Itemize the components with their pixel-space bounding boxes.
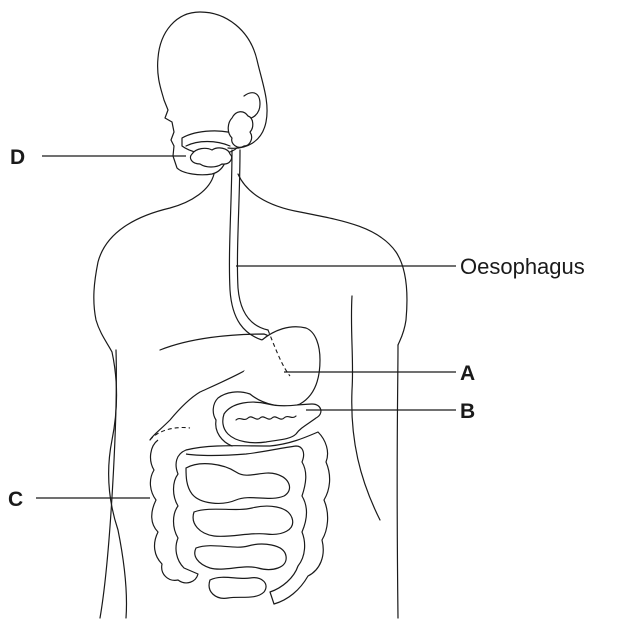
mouth-region	[182, 112, 253, 167]
right-flank-line	[351, 296, 380, 520]
small-intestine-coil-1	[186, 464, 290, 504]
small-intestine-coil-4	[209, 577, 266, 598]
label-a: A	[460, 362, 475, 385]
left-arm-line	[100, 350, 116, 618]
small-intestine-coil-2	[193, 506, 293, 536]
oesophagus-left-wall	[229, 150, 262, 340]
label-oesophagus: Oesophagus	[460, 254, 585, 279]
body-outline	[94, 12, 407, 618]
label-b: B	[460, 400, 475, 423]
tongue	[186, 142, 230, 147]
right-body-outline	[238, 174, 407, 345]
salivary-gland-lower	[190, 148, 231, 167]
label-c: C	[8, 488, 23, 511]
oesophagus	[229, 150, 268, 340]
label-d: D	[10, 146, 25, 169]
left-body-outline	[94, 174, 214, 618]
small-intestine-coil-3	[195, 544, 286, 569]
right-arm-line	[397, 345, 398, 618]
salivary-gland-ear	[228, 112, 253, 148]
oesophagus-right-wall	[237, 150, 268, 330]
